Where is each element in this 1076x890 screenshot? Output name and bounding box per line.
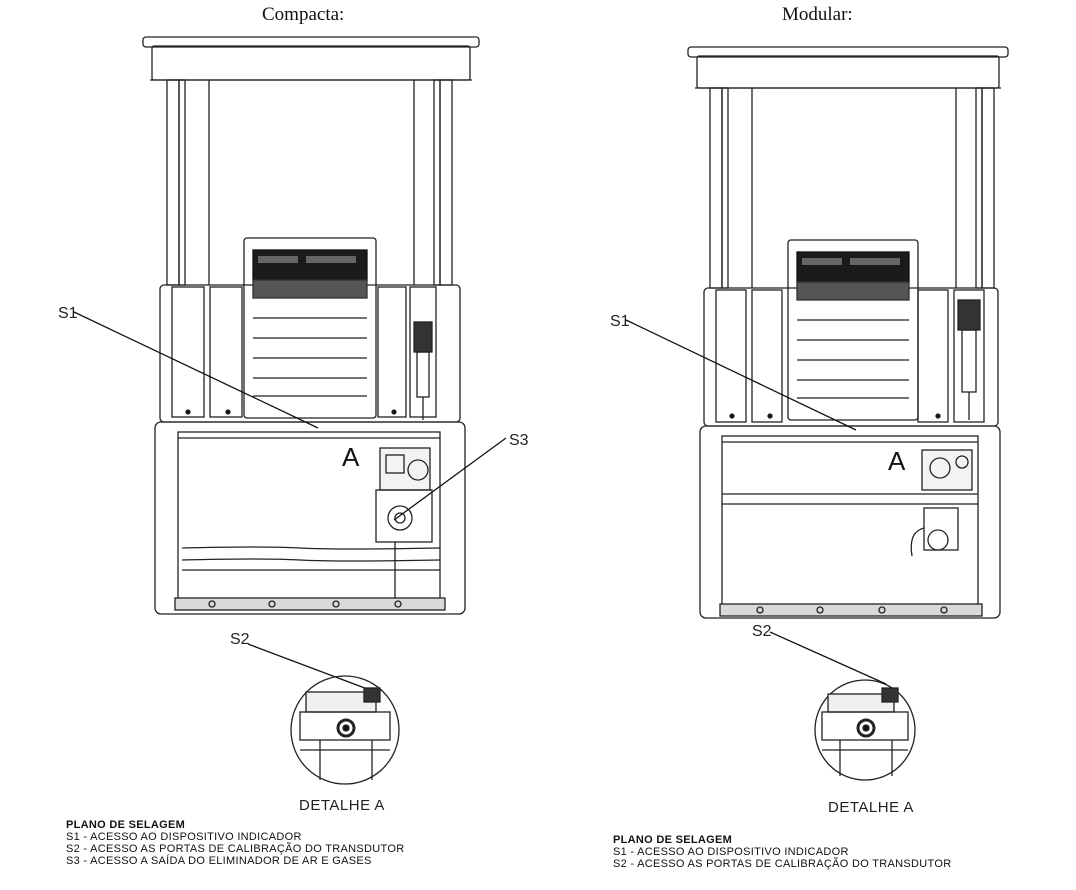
- legend-item-s1-left: S1 - ACESSO AO DISPOSITIVO INDICADOR: [66, 831, 302, 843]
- s1-callout-left: S1: [58, 305, 78, 322]
- legend-item-s2-left: S2 - ACESSO AS PORTAS DE CALIBRAÇÃO DO T…: [66, 843, 405, 855]
- legend-title-left: PLANO DE SELAGEM: [66, 819, 186, 831]
- modular-title: Modular:: [782, 4, 853, 25]
- detail-caption-right: DETALHE A: [828, 799, 914, 816]
- legend-title-right: PLANO DE SELAGEM: [613, 834, 733, 846]
- detail-caption-left: DETALHE A: [299, 797, 385, 814]
- detail-letter-left: A: [342, 442, 360, 472]
- s3-callout-left: S3: [509, 432, 529, 449]
- modular-dispenser-drawing: [625, 46, 1009, 781]
- compacta-dispenser-drawing: [73, 36, 507, 785]
- sealing-plan-legend-right: PLANO DE SELAGEM S1 - ACESSO AO DISPOSIT…: [613, 834, 951, 870]
- detail-letter-right: A: [888, 446, 906, 476]
- s2-callout-left: S2: [230, 631, 250, 648]
- legend-item-s3-left: S3 - ACESSO A SAÍDA DO ELIMINADOR DE AR …: [66, 855, 372, 867]
- s1-callout-right: S1: [610, 313, 630, 330]
- legend-item-s2-right: S2 - ACESSO AS PORTAS DE CALIBRAÇÃO DO T…: [613, 858, 952, 870]
- compacta-title: Compacta:: [262, 4, 345, 25]
- legend-item-s1-right: S1 - ACESSO AO DISPOSITIVO INDICADOR: [613, 846, 849, 858]
- s2-callout-right: S2: [752, 623, 772, 640]
- sealing-plan-legend-left: PLANO DE SELAGEM S1 - ACESSO AO DISPOSIT…: [66, 819, 404, 867]
